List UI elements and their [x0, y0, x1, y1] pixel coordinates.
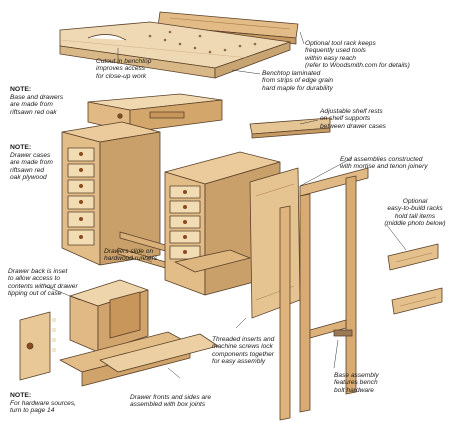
callout-tool-rack: Optional tool rack keeps frequently used… [305, 40, 410, 70]
note-3-body: For hardware sources, turn to page 14 [10, 400, 76, 415]
note-2-body: Drawer cases are made from riftsawn red … [10, 152, 53, 182]
end-panel [249, 167, 301, 319]
drawer-back-detail [69, 279, 149, 353]
note-1-heading: NOTE: [10, 86, 32, 93]
end-assembly [279, 167, 369, 421]
tall-item-racks [387, 243, 443, 315]
callout-drawer-back: Drawer back is inset to allow access to … [8, 268, 78, 298]
adjustable-shelf [249, 117, 331, 139]
left-drawer-case [61, 121, 161, 266]
callout-end-assemblies: End assemblies constructed with mortise … [340, 156, 428, 171]
callout-shelf-rests: Adjustable shelf rests on shelf supports… [320, 108, 386, 130]
callout-threaded: Threaded inserts and machine screws lock… [212, 336, 275, 366]
callout-cutout: Cutout in benchtop improves access for c… [96, 58, 152, 80]
note-2-heading: NOTE: [10, 144, 32, 151]
callout-box-joints: Drawer fronts and sides are assembled wi… [130, 394, 211, 409]
callout-runners: Drawers slide on hardwood runners [104, 248, 158, 263]
callout-easy-racks: Optional easy-to-build racks hold tall i… [384, 198, 446, 228]
top-drawer [87, 93, 223, 133]
callout-bolt: Base assembly features bench bolt hardwa… [334, 372, 379, 394]
note-1-body: Base and drawers are made from riftsawn … [10, 94, 64, 116]
box-joint-drawer-parts [19, 311, 219, 387]
callout-benchtop: Benchtop laminated from strips of edge g… [262, 70, 334, 92]
benchtop [59, 21, 291, 79]
note-3-heading: NOTE: [10, 392, 32, 399]
